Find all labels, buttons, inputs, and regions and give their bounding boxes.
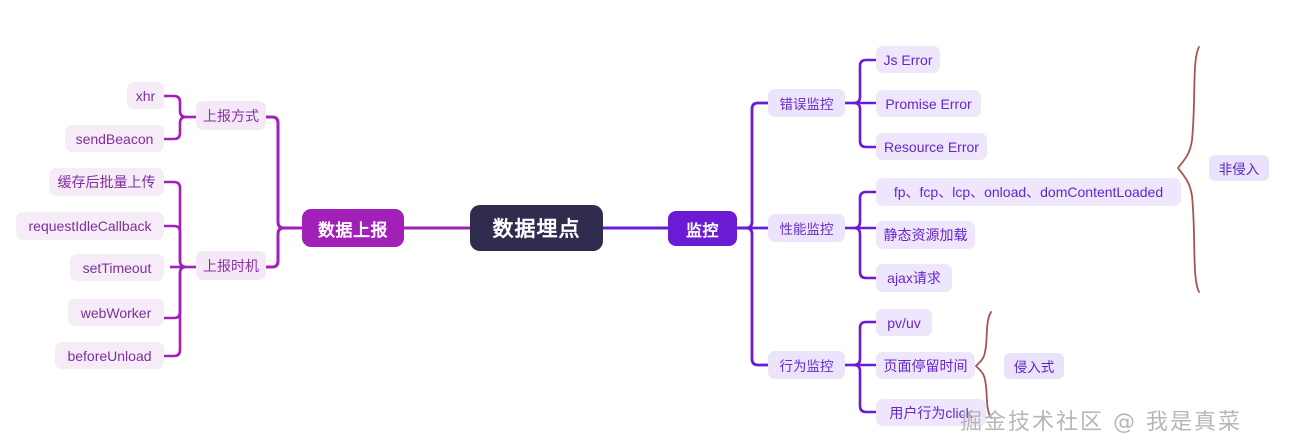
branch-node-data-report[interactable]: 数据上报	[302, 209, 404, 247]
leaf-node-requestidlecallback[interactable]: requestIdleCallback	[16, 212, 164, 240]
leaf-node-ajax-request[interactable]: ajax请求	[876, 264, 952, 292]
annotation-intrusive: 侵入式	[1004, 353, 1064, 379]
leaf-node-pv-uv[interactable]: pv/uv	[876, 309, 932, 336]
subbranch-node-report-method[interactable]: 上报方式	[196, 101, 266, 130]
subbranch-node-behavior-monitoring[interactable]: 行为监控	[768, 351, 845, 379]
leaf-node-xhr[interactable]: xhr	[127, 82, 164, 109]
leaf-node-sendbeacon[interactable]: sendBeacon	[65, 125, 164, 152]
watermark: 掘金技术社区 @ 我是真菜	[960, 410, 1242, 435]
annotation-non-intrusive: 非侵入	[1209, 155, 1269, 181]
leaf-node-settimeout[interactable]: setTimeout	[70, 254, 164, 281]
leaf-node-static-resource-loading[interactable]: 静态资源加载	[876, 221, 975, 249]
leaf-node-js-error[interactable]: Js Error	[876, 46, 940, 73]
leaf-node-batch-upload[interactable]: 缓存后批量上传	[49, 168, 164, 196]
subbranch-node-report-timing[interactable]: 上报时机	[196, 251, 266, 280]
leaf-node-page-dwell-time[interactable]: 页面停留时间	[876, 352, 975, 379]
subbranch-node-error-monitoring[interactable]: 错误监控	[768, 89, 845, 117]
root-node[interactable]: 数据埋点	[470, 205, 603, 251]
leaf-node-promise-error[interactable]: Promise Error	[876, 90, 981, 117]
leaf-node-webworker[interactable]: webWorker	[68, 299, 164, 326]
leaf-node-beforeunload[interactable]: beforeUnload	[55, 342, 164, 369]
leaf-node-resource-error[interactable]: Resource Error	[876, 133, 987, 160]
subbranch-node-performance-monitoring[interactable]: 性能监控	[768, 214, 845, 242]
leaf-node-performance-metrics[interactable]: fp、fcp、lcp、onload、domContentLoaded	[876, 178, 1181, 206]
branch-node-monitoring[interactable]: 监控	[668, 211, 737, 246]
leaf-node-user-behavior-click[interactable]: 用户行为click	[876, 399, 986, 426]
